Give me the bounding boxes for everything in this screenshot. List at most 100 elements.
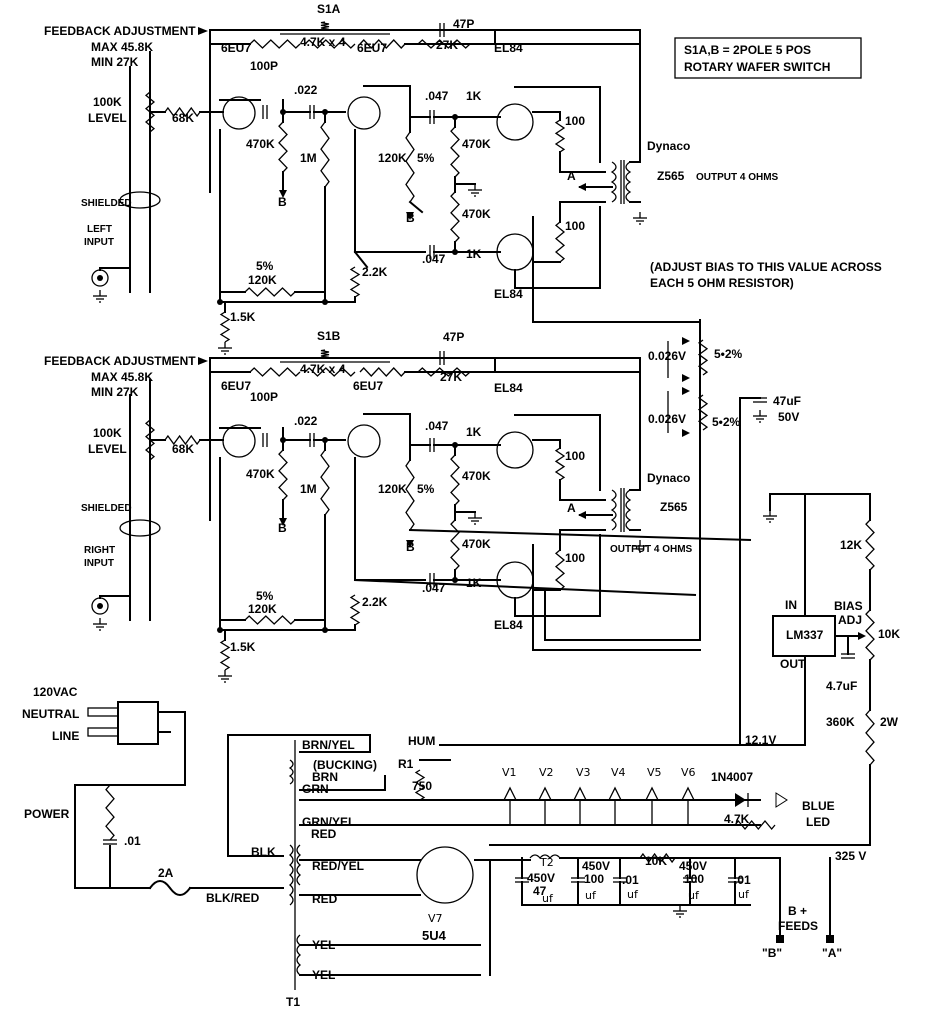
bias-section: (ADJUST BIAS TO THIS VALUE ACROSS EACH 5… (648, 260, 900, 863)
arrow-right-icon (682, 374, 690, 382)
r100 (554, 549, 566, 591)
input-jack-icon (97, 603, 103, 609)
heater-icon (573, 786, 587, 801)
ladder-resistor (304, 39, 356, 49)
feedback-max-label: MAX 45.8K (91, 40, 153, 54)
ladder-resistor (359, 367, 406, 377)
bias-resistor (697, 339, 709, 376)
tap-a-terminal: "A" (822, 946, 842, 960)
shield-icon (119, 519, 161, 537)
bias-adj-label-1: BIAS (834, 599, 863, 613)
r470k-label: 470K (246, 467, 275, 481)
transformer-t1-coil (296, 934, 302, 976)
reg-out-label: OUT (780, 657, 806, 671)
feedback-adjustment-label: FEEDBACK ADJUSTMENT (44, 24, 196, 38)
r2k2-label: 2.2K (362, 265, 388, 279)
heater-v6: V6 (681, 766, 696, 779)
driver-tube-icon (347, 424, 381, 458)
transformer-t1-coil (296, 844, 302, 886)
feedback-adjustment-label: FEEDBACK ADJUSTMENT (44, 354, 196, 368)
diode-label: 1N4007 (711, 770, 753, 784)
terminal-b-icon (776, 935, 784, 943)
b-plus-voltage: 325 V (835, 849, 866, 863)
r1k5 (219, 639, 231, 671)
cap-unit: uf (688, 889, 700, 902)
cap-value: 47 (533, 884, 547, 898)
r1k-label: 1K (466, 425, 482, 439)
transformer-t1-coil (288, 844, 294, 906)
hum-pot-label: HUM (408, 734, 435, 748)
switch-wiper (320, 349, 330, 359)
tap-a-label: A (567, 501, 576, 515)
r68k (164, 434, 201, 446)
heater-v3: V3 (576, 766, 591, 779)
transformer-coil (625, 161, 632, 203)
r2k2-label: 2.2K (362, 595, 388, 609)
r470k (278, 449, 288, 501)
cap-47p-label: 47P (443, 330, 464, 344)
cap-value: .01 (734, 873, 751, 887)
c022-label: .022 (294, 83, 318, 97)
choke-t2 (529, 854, 561, 860)
bias-pot (865, 609, 875, 661)
grid-r470k-label: 470K (462, 137, 491, 151)
r100 (554, 221, 566, 263)
r100 (554, 119, 566, 153)
neutral-label: NEUTRAL (22, 707, 79, 721)
fuse-icon (148, 880, 192, 896)
wire (353, 578, 697, 597)
c047-label: .047 (425, 419, 449, 433)
line-label: LINE (52, 729, 79, 743)
tap-b-terminal: "B" (762, 946, 782, 960)
transformer-coil (610, 489, 617, 531)
r470k-label: 470K (246, 137, 275, 151)
input-label-2: INPUT (84, 558, 114, 569)
bucking-label: (BUCKING) (313, 758, 377, 772)
fb-r-label: 120K (248, 273, 277, 287)
grid-r470k-label: 470K (462, 207, 491, 221)
feedback-min-label: MIN 27K (91, 55, 139, 69)
feedback-resistor (244, 615, 296, 625)
output-tube-label: EL84 (494, 287, 523, 301)
mains-voltage: 120VAC (33, 685, 78, 699)
b-plus-label: B + (788, 904, 807, 918)
c022-label: .022 (294, 414, 318, 428)
r2k2 (349, 266, 361, 298)
b-feed-label: B (278, 195, 287, 209)
fb-pct-label: 5% (256, 259, 274, 273)
regulator-label: LM337 (786, 628, 824, 642)
pct5-label: 5% (417, 482, 435, 496)
bias-resistor (697, 394, 709, 431)
wire (105, 784, 115, 841)
grid-resistor (450, 519, 460, 571)
grid-r470k-label: 470K (462, 469, 491, 483)
transformer-t1-coil (288, 759, 294, 785)
junction-dot (322, 109, 328, 115)
ladder-resistor (304, 367, 356, 377)
r100-label: 100 (565, 219, 585, 233)
right-channel: FEEDBACK ADJUSTMENT MAX 45.8K MIN 27K S1… (44, 329, 693, 654)
switch-wiper (320, 21, 330, 31)
wire-red: RED (311, 827, 337, 841)
hum-pot (414, 769, 426, 801)
cap-voltage: 450V (527, 871, 555, 885)
wire-red-yel: RED/YEL (312, 859, 364, 873)
output-tube-icon (496, 103, 534, 141)
cap-value: 100 (684, 872, 704, 886)
watt-label: 2W (880, 715, 899, 729)
terminal-a-icon (826, 935, 834, 943)
junction-dot (217, 299, 223, 305)
output-note: OUTPUT 4 OHMS (696, 172, 779, 183)
junction-dot (452, 249, 458, 255)
wire (408, 528, 752, 542)
switch-note-line1: S1A,B = 2POLE 5 POS (684, 43, 811, 57)
r68k-label: 68K (172, 442, 194, 456)
heater-icon (608, 786, 622, 801)
c100p-label: 100P (250, 390, 278, 404)
preamp-tube-label: 6EU7 (221, 379, 251, 393)
heater-v2: V2 (539, 766, 554, 779)
fuse-label: 2A (158, 866, 174, 880)
arrow-down-icon (279, 190, 287, 198)
output-tube-label: EL84 (494, 381, 523, 395)
